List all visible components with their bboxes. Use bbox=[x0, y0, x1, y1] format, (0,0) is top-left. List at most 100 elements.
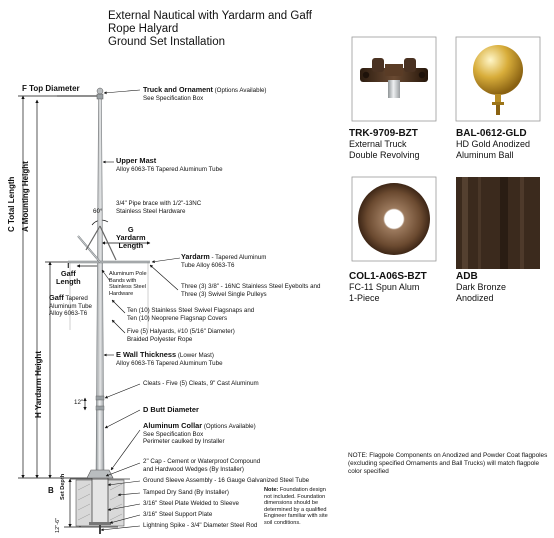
product-truck-desc-2: Double Revolving bbox=[349, 150, 420, 160]
callout-butt-diameter: D Butt Diameter bbox=[143, 405, 199, 414]
callout-pole-bands-2: Bands with bbox=[109, 277, 137, 284]
product-finish-desc-2: Anodized bbox=[456, 293, 494, 303]
dim-g-yardarm-length: G Yardarm Length bbox=[116, 226, 146, 250]
truck-product-image bbox=[351, 36, 437, 122]
halyards bbox=[69, 100, 149, 400]
callout-truck-options: (Options Available) bbox=[212, 87, 267, 94]
callout-yardarm-title: Yardarm bbox=[181, 252, 210, 261]
title-line-1: External Nautical with Yardarm and Gaff bbox=[108, 10, 312, 22]
callout-gaff: Gaff Tapered Aluminum Tube Alloy 6063-T6 bbox=[49, 294, 92, 318]
callout-aluminum-collar: Aluminum Collar (Options Available) See … bbox=[143, 422, 256, 446]
callout-pipe-brace: 3/4" Pipe brace with 1/2"-13NC Stainless… bbox=[116, 200, 201, 215]
dim-i-word-1: Gaff bbox=[60, 269, 76, 278]
dim-a-mounting-height: A Mounting Height bbox=[21, 161, 30, 232]
product-ball-code: BAL-0612-GLD bbox=[456, 128, 527, 139]
callout-cap-1: 2" Cap - Cement or Waterproof Compound bbox=[143, 458, 261, 465]
finish-swatch-image bbox=[456, 177, 540, 269]
dim-i-word-2: Length bbox=[56, 277, 81, 286]
dim-12-cleat: 12" bbox=[74, 399, 84, 406]
callout-upper-mast-desc: Alloy 6063-T6 Tapered Aluminum Tube bbox=[116, 165, 223, 173]
product-truck-desc-1: External Truck bbox=[349, 139, 407, 149]
callout-yardarm-desc-1: - Tapered Aluminum bbox=[209, 254, 267, 261]
dim-i-gaff-length: I Gaff Length bbox=[56, 262, 81, 286]
callout-eyebolts-1: Three (3) 3/8" - 16NC Stainless Steel Ey… bbox=[181, 283, 321, 290]
product-collar: COL1-A06S-BZT FC-11 Spun Alum 1-Piece bbox=[349, 271, 427, 304]
callout-collar-caulk: Perimeter caulked by Installer bbox=[143, 438, 225, 446]
product-finish-code: ADB bbox=[456, 271, 478, 282]
callout-cap: 2" Cap - Cement or Waterproof Compound a… bbox=[143, 458, 260, 473]
dim-b: B bbox=[48, 486, 54, 495]
callout-gaff-title: Gaff bbox=[49, 293, 64, 302]
callout-halyards-2: Braided Polyester Rope bbox=[127, 335, 193, 343]
callout-eyebolts: Three (3) 3/8" - 16NC Stainless Steel Ey… bbox=[181, 283, 320, 298]
dim-angle: 60° bbox=[93, 208, 103, 215]
callout-foundation-note-2: not included. Foundation bbox=[264, 493, 326, 500]
callout-yardarm: Yardarm - Tapered Aluminum Tube Alloy 60… bbox=[181, 253, 266, 269]
product-truck: TRK-9709-BZT External Truck Double Revol… bbox=[349, 128, 420, 161]
ground-sleeve bbox=[91, 473, 109, 525]
product-ball-desc-2: Aluminum Ball bbox=[456, 150, 514, 160]
callout-truck-ornament: Truck and Ornament (Options Available) S… bbox=[143, 86, 266, 102]
callout-gaff-desc-3: Alloy 6063-T6 bbox=[49, 310, 88, 318]
callout-wall-desc: Alloy 6063-T6 Tapered Aluminum Tube bbox=[116, 359, 223, 367]
callout-ground-sleeve: Ground Sleeve Assembly - 16 Gauge Galvan… bbox=[143, 477, 310, 484]
callout-foundation-note: Note: Foundation design not included. Fo… bbox=[264, 487, 328, 527]
dim-c-total-length: C Total Length bbox=[7, 176, 16, 232]
cleat bbox=[95, 395, 105, 401]
callout-foundation-note-1: Foundation design bbox=[278, 487, 326, 493]
callout-pole-bands-3: Stainless Steel bbox=[109, 284, 147, 291]
callout-foundation-note-title: Note: bbox=[264, 487, 279, 493]
callout-flagsnaps-2: Ten (10) Neoprene Flagsnap Covers bbox=[127, 314, 228, 322]
callout-yardarm-desc-2: Tube Alloy 6063-T6 bbox=[181, 261, 235, 269]
callout-collar-spec: See Specification Box bbox=[143, 430, 204, 438]
callout-truck-spec: See Specification Box bbox=[143, 94, 204, 102]
callout-cleats: Cleats - Five (5) Cleats, 9" Cast Alumin… bbox=[143, 380, 259, 387]
callout-pole-bands-1: Aluminum Pole bbox=[109, 271, 147, 277]
callout-flagsnaps: Ten (10) Stainless Steel Swivel Flagsnap… bbox=[127, 307, 254, 322]
callout-upper-mast: Upper Mast Alloy 6063-T6 Tapered Aluminu… bbox=[116, 157, 223, 173]
product-ball: BAL-0612-GLD HD Gold Anodized Aluminum B… bbox=[456, 128, 530, 161]
title-line-3: Ground Set Installation bbox=[108, 36, 225, 48]
callout-foundation-note-5: Engineer familiar with site bbox=[264, 513, 328, 520]
callout-halyards-1: Five (5) Halyards, #10 (5/16" Diameter) bbox=[127, 328, 235, 335]
callout-gaff-desc-2: Aluminum Tube bbox=[49, 302, 92, 310]
dim-i-letter: I bbox=[67, 261, 70, 270]
leader-lines bbox=[100, 89, 181, 532]
callout-foundation-note-4: determined by a qualified bbox=[264, 506, 327, 513]
callout-collar-title: Aluminum Collar bbox=[143, 421, 203, 430]
dim-h-yardarm-height: H Yardarm Height bbox=[34, 351, 43, 418]
callout-pipe-brace-2: Stainless Steel Hardware bbox=[116, 207, 186, 215]
callout-upper-mast-title: Upper Mast bbox=[116, 156, 157, 165]
product-collar-desc-1: FC-11 Spun Alum bbox=[349, 282, 420, 292]
callout-cap-2: and Hardwood Wedges (By Installer) bbox=[143, 465, 244, 473]
product-collar-code: COL1-A06S-BZT bbox=[349, 271, 427, 282]
product-collar-desc-2: 1-Piece bbox=[349, 293, 380, 303]
product-finish: ADB Dark Bronze Anodized bbox=[456, 271, 506, 304]
pole-mast bbox=[95, 97, 105, 476]
cleat bbox=[95, 405, 105, 411]
callout-truck-title: Truck and Ornament bbox=[143, 85, 213, 94]
callout-plate-welded: 3/16" Steel Plate Welded to Sleeve bbox=[143, 500, 239, 507]
support-plate bbox=[89, 522, 111, 525]
aluminum-collar bbox=[86, 469, 114, 479]
callout-collar-options: (Options Available) bbox=[202, 423, 256, 430]
callout-eyebolts-2: Three (3) Swivel Single Pulleys bbox=[181, 290, 267, 298]
callout-gaff-desc-1: Tapered bbox=[63, 295, 88, 302]
callout-wall-lower: (Lower Mast) bbox=[176, 352, 214, 359]
diagram-title: External Nautical with Yardarm and Gaff … bbox=[108, 10, 312, 49]
callout-lightning-spike: Lightning Spike - 3/4" Diameter Steel Ro… bbox=[143, 522, 258, 529]
callout-wall-thickness: E Wall Thickness (Lower Mast) Alloy 6063… bbox=[116, 351, 223, 367]
callout-wall-title: E Wall Thickness bbox=[116, 350, 177, 359]
dim-g-letter: G bbox=[127, 225, 134, 234]
callout-pole-bands-4: Hardware bbox=[109, 290, 134, 297]
callout-support-plate: 3/16" Steel Support Plate bbox=[143, 511, 213, 518]
dim-g-word-2: Length bbox=[118, 241, 144, 250]
callout-pipe-brace-1: 3/4" Pipe brace with 1/2"-13NC bbox=[116, 200, 202, 207]
callout-flagsnaps-1: Ten (10) Stainless Steel Swivel Flagsnap… bbox=[127, 307, 255, 314]
callout-tamped-sand: Tamped Dry Sand (By Installer) bbox=[143, 489, 229, 496]
dim-f-top-diameter: F Top Diameter bbox=[22, 84, 80, 93]
product-truck-code: TRK-9709-BZT bbox=[349, 128, 418, 139]
ornament-ball bbox=[96, 87, 104, 95]
product-ball-desc-1: HD Gold Anodized bbox=[456, 139, 531, 149]
